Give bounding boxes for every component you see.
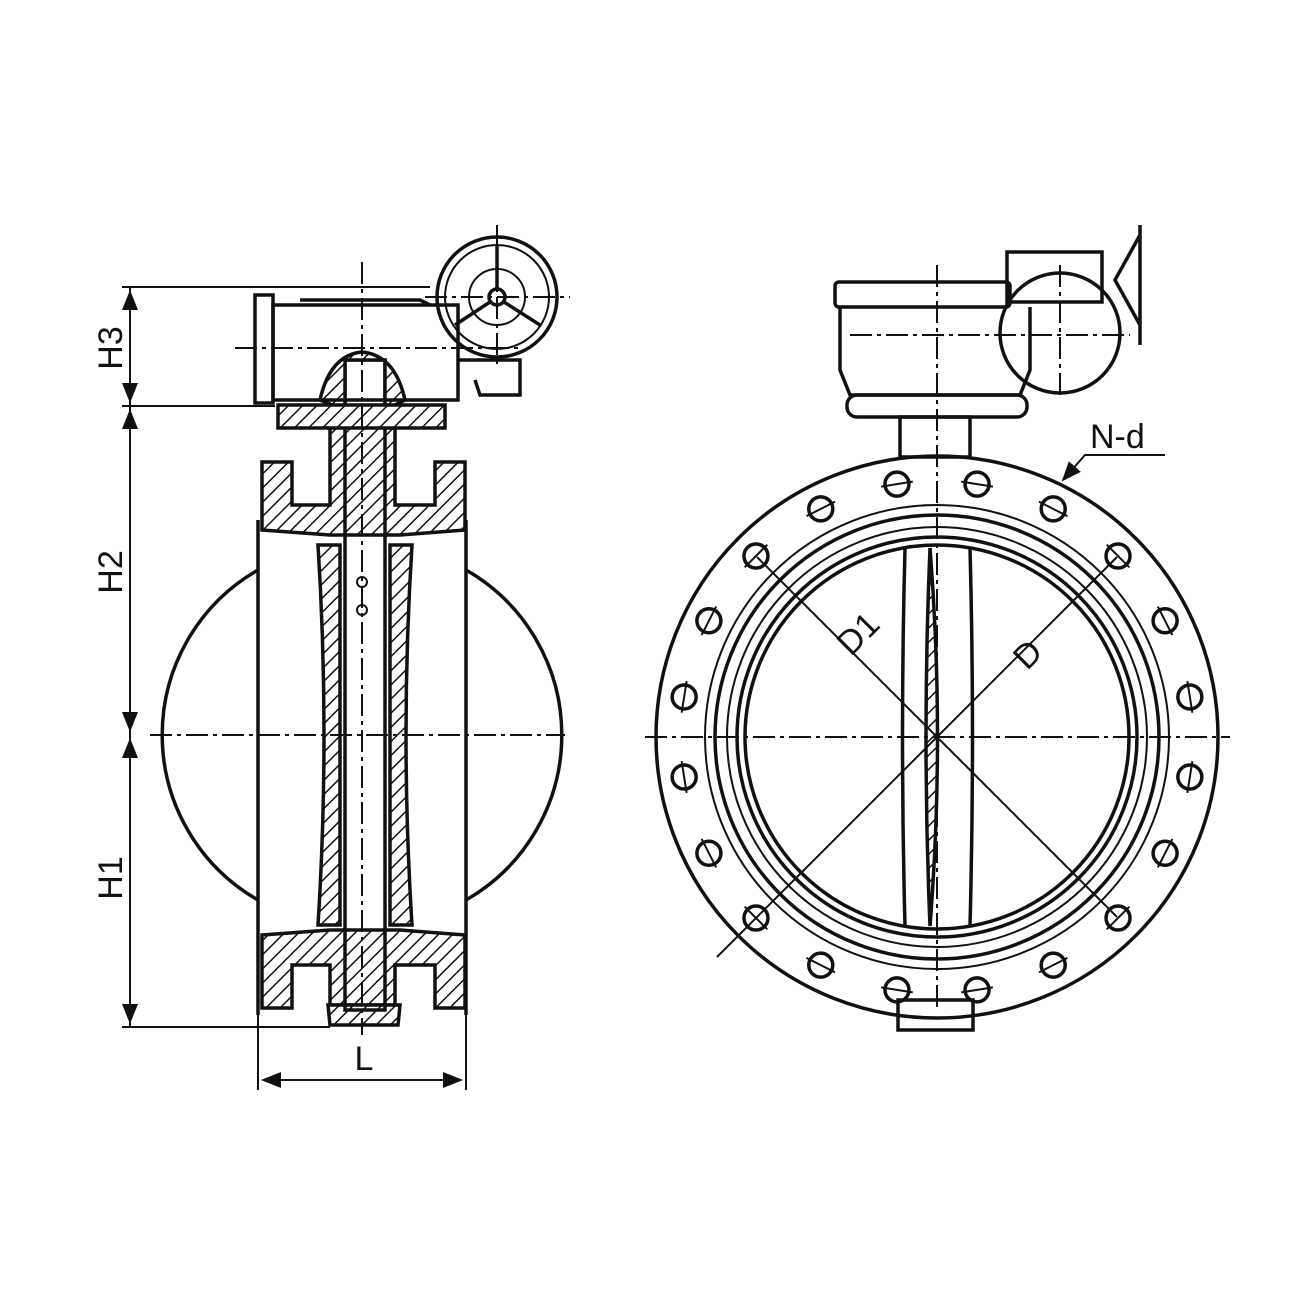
dim-h1-label: H1: [92, 856, 130, 899]
dimension-lines: [122, 286, 467, 1090]
front-view: D1 D N-d: [645, 225, 1230, 1032]
bolt-hole: [1176, 761, 1204, 794]
bolt-hole: [880, 470, 913, 498]
dim-d-label: D: [1006, 633, 1050, 677]
side-view: H3 H2 H1 L: [92, 225, 570, 1090]
bolt-hole: [806, 495, 836, 523]
dim-h2-label: H2: [92, 550, 130, 593]
bolt-hole: [1104, 904, 1132, 932]
bolt-hole: [1104, 542, 1132, 570]
bolt-hole: [695, 838, 723, 868]
dim-l-label: L: [355, 1040, 374, 1078]
top-flange: [260, 418, 467, 537]
bolt-hole: [880, 976, 913, 1004]
gearbox-top: [833, 280, 1012, 309]
actuator-box: [271, 303, 460, 402]
dim-nd-label: N-d: [1090, 418, 1145, 456]
bolt-hole: [961, 976, 994, 1004]
bolt-hole: [1151, 606, 1179, 636]
bolt-hole: [1151, 838, 1179, 868]
dim-d1-label: D1: [830, 605, 888, 663]
bolt-hole: [1038, 951, 1068, 979]
bolt-hole: [695, 606, 723, 636]
bottom-flange: [260, 928, 467, 1010]
dim-h3-label: H3: [92, 326, 130, 369]
worm-housing: [1005, 250, 1104, 304]
bolt-hole: [742, 542, 770, 570]
bolt-hole: [1176, 680, 1204, 713]
bolt-hole: [670, 761, 698, 794]
bolt-hole: [1038, 495, 1068, 523]
bolt-hole: [670, 680, 698, 713]
bolt-hole: [961, 470, 994, 498]
bolt-hole: [806, 951, 836, 979]
handwheel-side-icon[interactable]: [1112, 225, 1142, 345]
bottom-plug: [326, 1003, 402, 1027]
